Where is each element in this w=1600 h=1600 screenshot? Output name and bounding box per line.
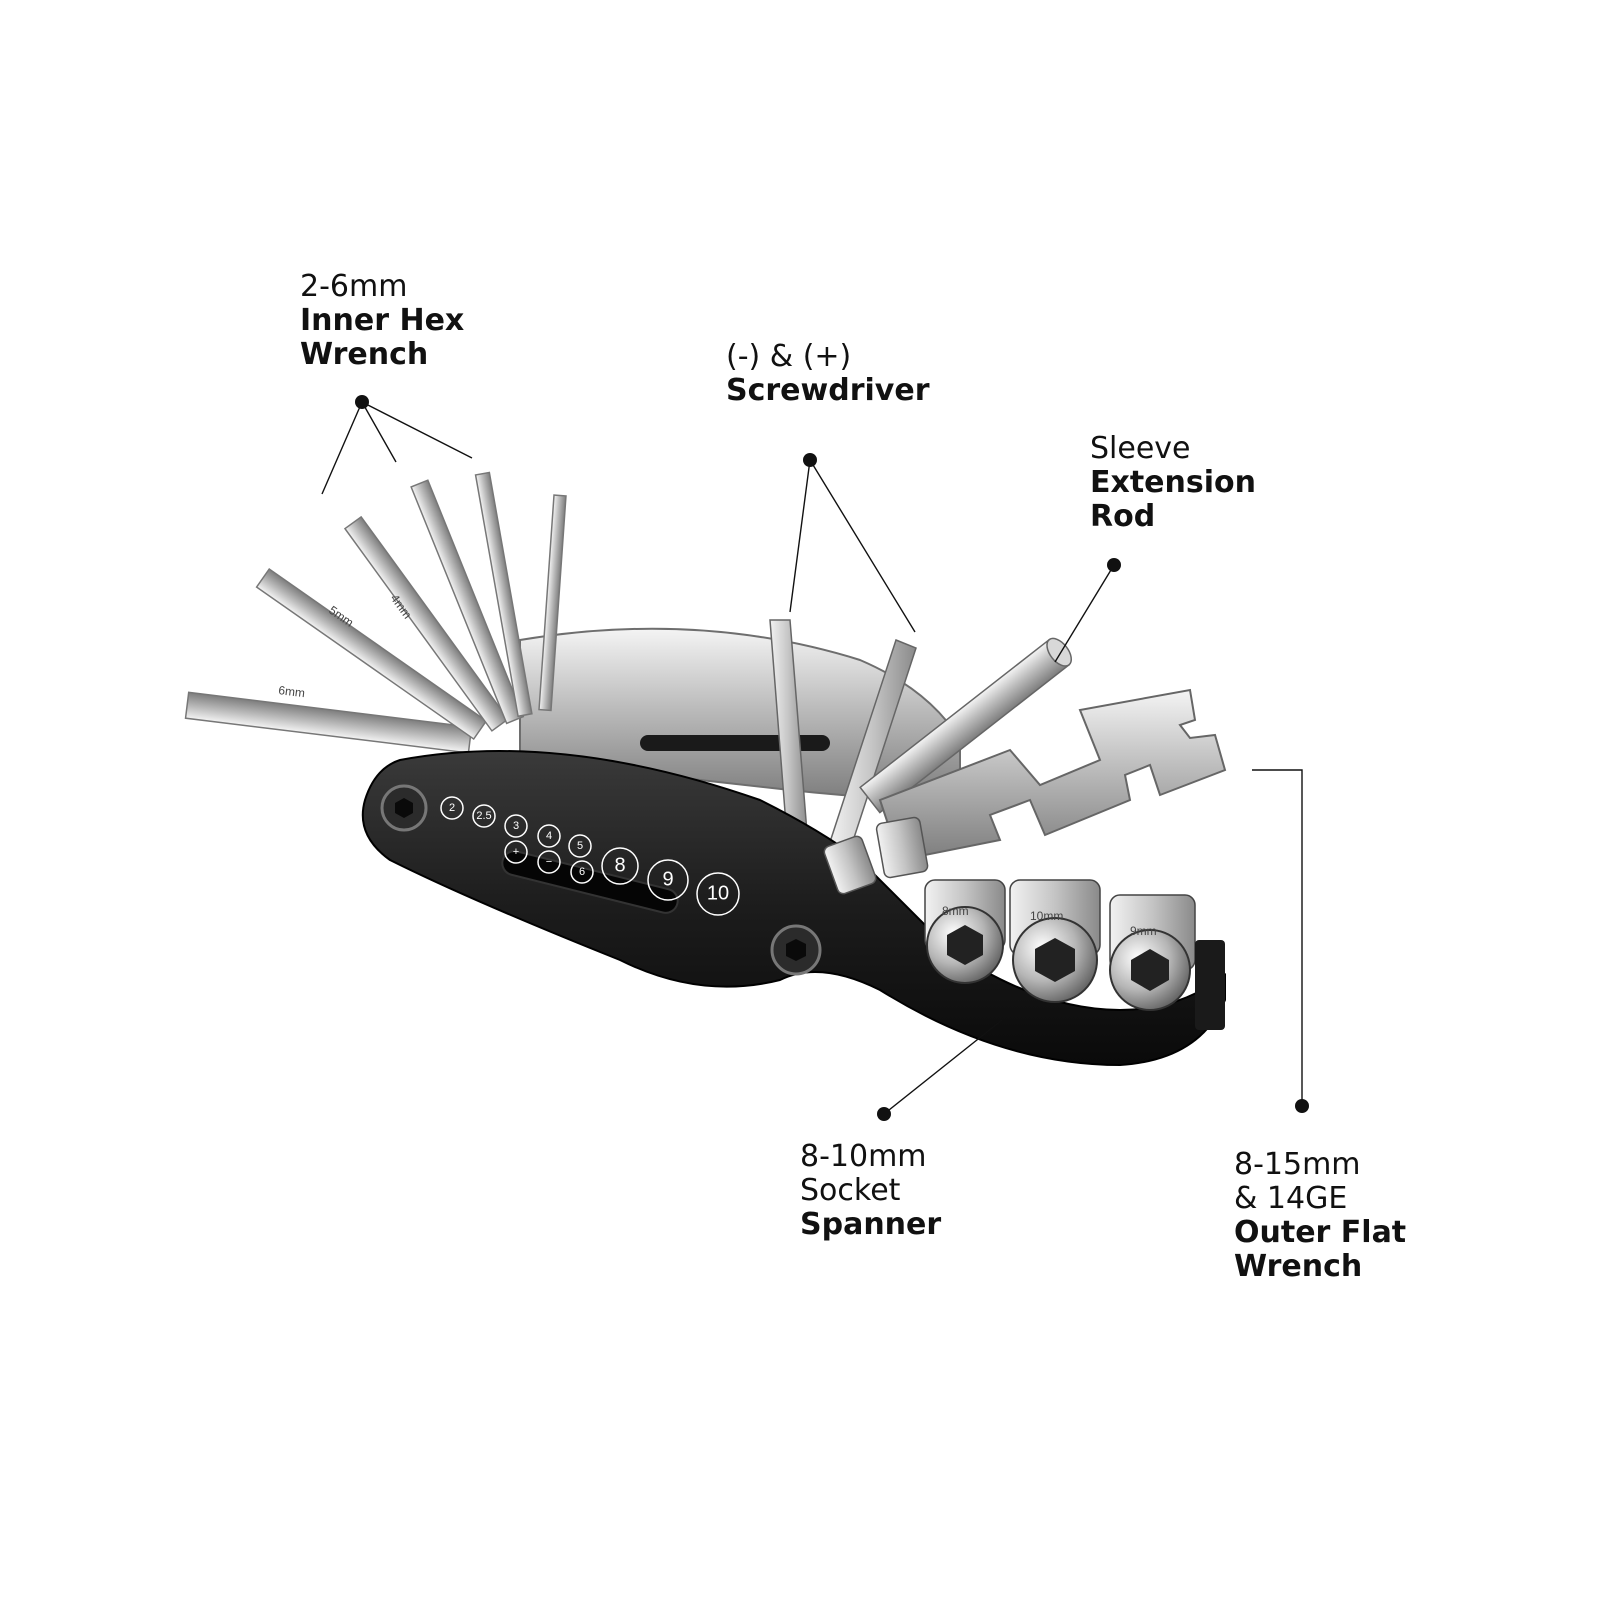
leader-screwdriver [789,459,916,633]
marking-2-5: 2.5 [476,810,491,822]
marking-6: 6 [579,866,585,878]
leader-dots [355,395,1309,1121]
socket-9mm [1109,894,1196,1011]
callout-hex-name-2: Wrench [300,337,429,372]
callout-socket-name: Spanner [800,1207,942,1242]
callout-inner-hex-wrench: 2-6mm Inner Hex Wrench [300,270,464,372]
marking-8: 8 [614,854,625,876]
callout-socket-label: Socket [800,1173,901,1208]
hex-keys: 6mm 5mm 4mm [184,471,567,754]
leader-hex [321,401,473,495]
hex-key-2-5mm [474,471,533,718]
callout-sleeve-label: Sleeve [1090,431,1191,466]
dot-socket [877,1107,891,1121]
marking-10: 10 [707,882,729,904]
socket-label-10mm: 10mm [1030,909,1063,923]
callout-socket-size: 8-10mm [800,1139,927,1174]
callout-flat-name-1: Outer Flat [1234,1215,1407,1250]
sockets: 8mm 10mm 9mm [924,879,1225,1030]
back-plate-slot [640,735,830,751]
socket-8mm [924,879,1006,984]
hex-key-5mm [255,567,488,741]
callout-hex-name-1: Inner Hex [300,303,465,338]
outer-flat-wrench [878,688,1227,862]
callout-sleeve-name-2: Rod [1090,499,1156,534]
hex-key-label-6mm: 6mm [278,683,306,700]
marking-3: 3 [513,820,519,832]
socket-label-9mm: 9mm [1130,924,1157,938]
callout-sleeve-name-1: Extension [1090,465,1256,500]
callout-socket-spanner: 8-10mm Socket Spanner [800,1140,941,1242]
leader-flat [1252,769,1303,1102]
hex-key-4mm [343,515,510,732]
callout-flat-size: 8-15mm [1234,1147,1361,1182]
pivot-screw-left-hex [395,798,413,818]
socket-label-8mm: 8mm [942,904,969,918]
marking-5: 5 [577,840,583,852]
callout-outer-flat-wrench: 8-15mm & 14GE Outer Flat Wrench [1234,1148,1406,1284]
dot-hex [355,395,369,409]
socket-10mm [1009,879,1101,1003]
dot-sleeve [1107,558,1121,572]
dot-screwdriver [803,453,817,467]
leader-lines [321,401,1303,1115]
callout-screwdriver-name: Screwdriver [726,373,930,408]
marking-plus: + [513,846,519,858]
hex-key-3mm [410,479,525,725]
callout-hex-size: 2-6mm [300,269,408,304]
callout-sleeve-extension-rod: Sleeve Extension Rod [1090,432,1256,534]
marking-4: 4 [546,830,552,842]
callout-screwdriver-type: (-) & (+) [726,339,852,374]
black-handle [361,750,1226,1067]
leader-sleeve [1054,564,1115,663]
bit-holders [823,816,929,895]
marking-2: 2 [449,802,455,814]
leader-socket [883,1019,1003,1115]
hex-key-6mm [184,691,473,754]
socket-end-cap [1195,940,1225,1030]
pivot-screw-right-hex [786,939,806,961]
marking-9: 9 [662,868,673,890]
marking-minus: − [546,856,552,868]
callout-flat-gauge: & 14GE [1234,1181,1348,1216]
dot-flat [1295,1099,1309,1113]
handle-markings [440,796,740,916]
hex-key-2mm [538,494,567,712]
callout-screwdriver: (-) & (+) Screwdriver [726,340,930,408]
extension-rod [859,637,1073,814]
callout-flat-name-2: Wrench [1234,1249,1363,1284]
